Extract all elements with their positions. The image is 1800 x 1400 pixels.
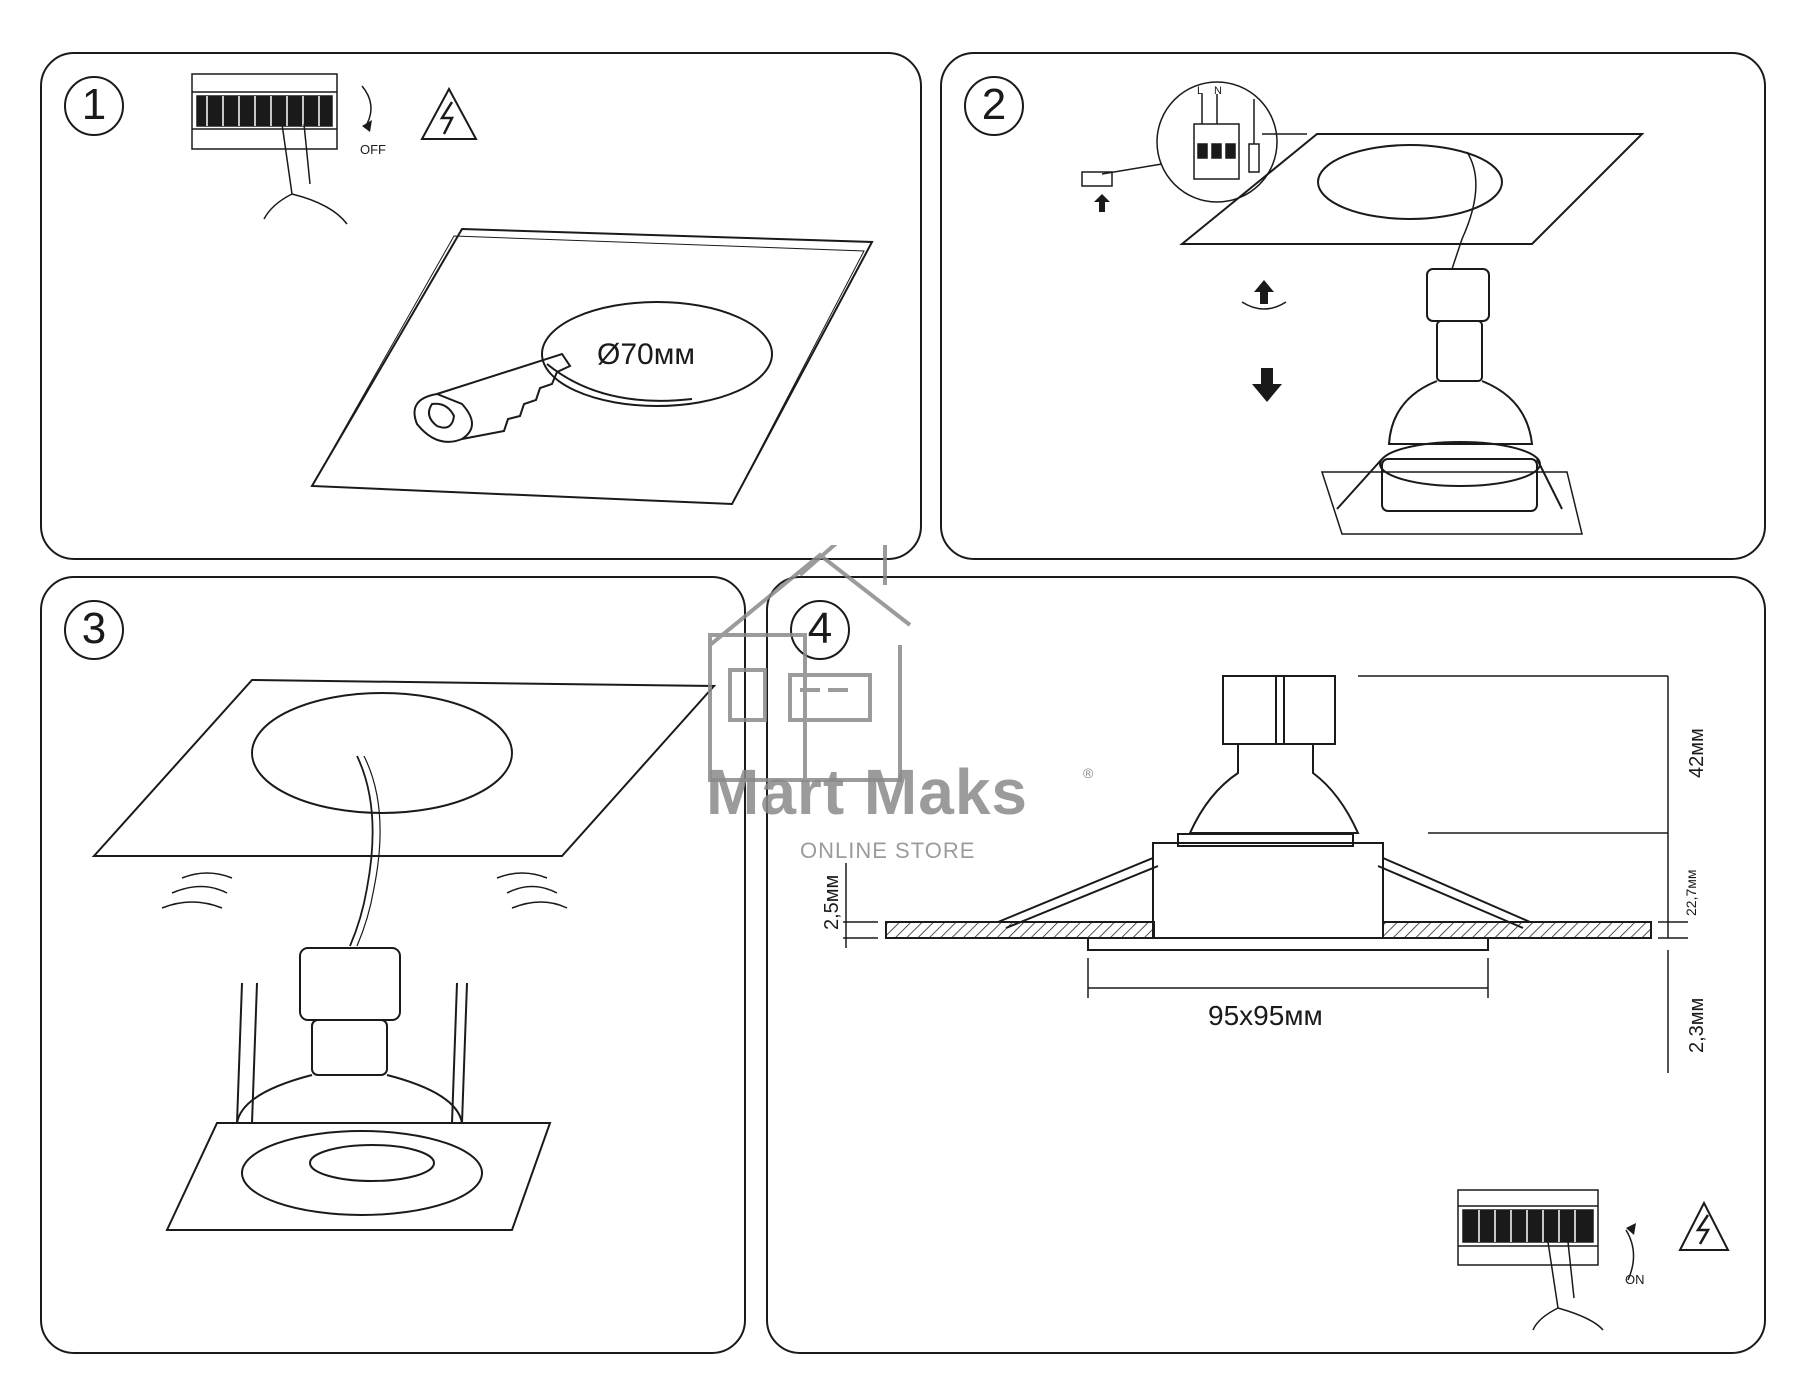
hand-pointer-icon	[1532, 1241, 1604, 1331]
lamp-fixture	[165, 947, 552, 1231]
watermark-tagline: ONLINE STORE	[800, 838, 976, 863]
wire-l-label: L	[1197, 85, 1203, 97]
arrow-down-icon	[1252, 368, 1282, 402]
step-2-illustration: L N	[1081, 81, 1645, 535]
ceiling-thickness-label: 2,5мм	[821, 875, 843, 930]
step-1-number: 1	[64, 76, 124, 136]
step-4-panel: 4 95x95	[766, 576, 1766, 1354]
ceiling-panel	[310, 227, 874, 506]
breaker-panel-icon	[191, 73, 338, 150]
ceiling-panel	[91, 678, 717, 947]
switch-on-label: ON	[1625, 1272, 1645, 1287]
dimension-lines	[843, 675, 1688, 1073]
wire-n-label: N	[1214, 85, 1222, 97]
watermark-brand: Mart Maks	[706, 756, 1028, 828]
terminal-block-icon	[1081, 81, 1278, 203]
hole-diameter-label: Ø70мм	[597, 338, 695, 371]
step-4-illustration: 95x95мм 42мм 22,7мм 2,5мм 2,3мм ON	[821, 675, 1730, 1331]
high-voltage-warning-icon	[1678, 1200, 1730, 1251]
ceiling-panel	[1179, 133, 1645, 270]
rotate-arrows-icon	[1241, 280, 1287, 310]
width-dimension-label: 95x95мм	[1208, 1000, 1323, 1031]
breaker-panel-icon	[1457, 1189, 1599, 1266]
step-2-number: 2	[964, 76, 1024, 136]
switch-off-label: OFF	[360, 142, 386, 157]
step-2-panel: 2 L N	[940, 52, 1766, 560]
watermark-registered: ®	[1083, 765, 1094, 781]
arrow-up-icon	[1094, 194, 1110, 212]
step-3-illustration	[91, 678, 717, 1231]
height-body-label: 22,7мм	[1683, 870, 1699, 917]
vibration-lines	[161, 872, 568, 909]
step-1-illustration: OFF Ø70мм	[191, 73, 874, 506]
step-1-panel: 1 OFF	[40, 52, 922, 560]
hand-saw-icon	[413, 352, 572, 443]
flange-thickness-label: 2,3мм	[1686, 998, 1708, 1053]
screwdriver-icon	[1248, 99, 1260, 173]
lamp-fixture	[1320, 268, 1583, 535]
step-3-number: 3	[64, 600, 124, 660]
step-3-panel: 3	[40, 576, 746, 1354]
height-total-label: 42мм	[1686, 728, 1708, 778]
fixture-cross-section	[885, 675, 1652, 951]
hand-pointer-icon	[263, 123, 348, 225]
high-voltage-warning-icon	[420, 86, 478, 140]
